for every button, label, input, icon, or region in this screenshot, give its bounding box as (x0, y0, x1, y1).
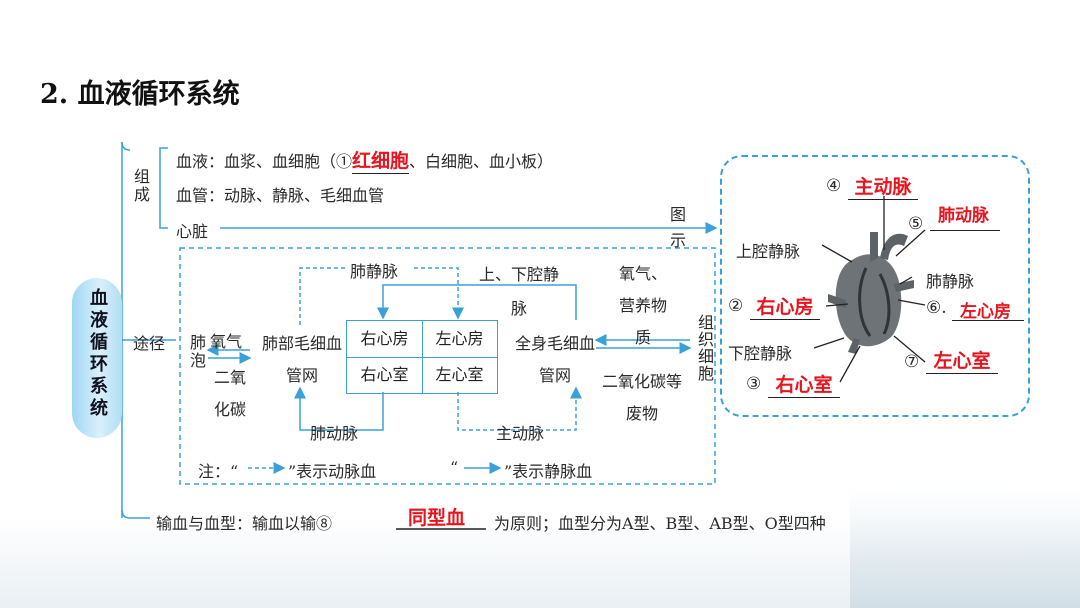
blood-suffix: 、白细胞、血小板） (409, 152, 554, 171)
transfusion-suffix: 为原则；血型分为A型、B型、AB型、O型四种 (494, 514, 826, 533)
note-dashed-prefix: 注：“ (198, 462, 239, 481)
vena-cava-label: 上、下腔静脉 (478, 265, 559, 318)
heart-row: 心脏 (176, 222, 209, 241)
lung-capillary-label: 肺部毛细血管网 (262, 334, 343, 385)
pulmonary-vein-label: 肺静脉 (350, 262, 399, 281)
oxygen-label: 氧气 (210, 332, 243, 351)
tissue-cell-label: 组织细胞 (695, 314, 714, 382)
answer-6-left-atrium: 左心房 (960, 302, 1011, 322)
waste-label: 二氧化碳等废物 (601, 372, 682, 423)
decorative-landscape (850, 488, 1080, 608)
upper-vena-cava-label: 上腔静脉 (736, 242, 801, 261)
pulmonary-vein-heart-label: 肺静脉 (926, 272, 975, 291)
blood-prefix: 血液：血浆、血细胞（① (176, 152, 353, 171)
main-topic-label: 血液循环系统 (87, 288, 108, 420)
route-label: 途径 (133, 334, 166, 353)
right-ventricle-cell: 右心室 (347, 357, 423, 393)
composition-label: 组成 (131, 168, 150, 204)
label-7-number: ⑦ (904, 352, 920, 372)
answer-7-left-ventricle: 左心室 (926, 346, 998, 374)
answer-5-underline (930, 230, 1000, 231)
lower-vena-cava-label: 下腔静脉 (728, 344, 793, 363)
diagram-label: 图示 (667, 206, 686, 258)
note-solid-open: “ (450, 458, 459, 477)
body-capillary-label: 全身毛细血管网 (514, 334, 595, 385)
aorta-route-label: 主动脉 (496, 424, 545, 443)
heart-illustration (828, 232, 914, 354)
answer-1: 红细胞 (352, 146, 410, 174)
answer-3-right-ventricle: 右心室 (768, 370, 840, 398)
answer-5-pulmonary-artery: 肺动脉 (938, 206, 989, 226)
answer-2-right-atrium: 右心房 (750, 292, 820, 320)
heart-diagram-box (720, 155, 1030, 417)
main-topic-pill: 血液循环系统 (72, 278, 122, 438)
pulmonary-artery-label: 肺动脉 (310, 424, 359, 443)
blood-row: 血液：血浆、血细胞（①红细胞、白细胞、血小板） (176, 146, 553, 174)
label-5-number: ⑤ (908, 214, 924, 234)
answer-8-same-type-blood: 同型血 (408, 507, 466, 529)
transfusion-prefix: 输血与血型：输血以输⑧ (156, 514, 333, 533)
vessel-row: 血管：动脉、静脉、毛细血管 (176, 186, 385, 205)
label-3-number: ③ (746, 374, 762, 394)
label-6-number: ⑥. (926, 298, 947, 318)
left-ventricle-cell: 左心室 (435, 365, 484, 384)
left-atrium-cell: 左心房 (422, 321, 497, 358)
alveoli-label: 肺泡 (187, 334, 206, 370)
page-title: 2. 血液循环系统 (40, 79, 240, 110)
right-atrium-cell: 右心房 (347, 321, 423, 358)
note-solid-desc: ”表示静脉血 (504, 462, 593, 481)
co2-label: 二氧化碳 (213, 368, 246, 419)
heart-chamber-grid: 右心房 左心房 右心室 左心室 (346, 320, 498, 394)
label-2-number: ② (728, 296, 744, 316)
label-4-number: ④ (826, 176, 842, 196)
answer-6-underline (952, 320, 1024, 321)
answer-4-aorta: 主动脉 (848, 172, 918, 200)
note-dashed-desc: ”表示动脉血 (288, 462, 377, 481)
nutrients-label: 氧气、营养物质 (618, 264, 667, 347)
